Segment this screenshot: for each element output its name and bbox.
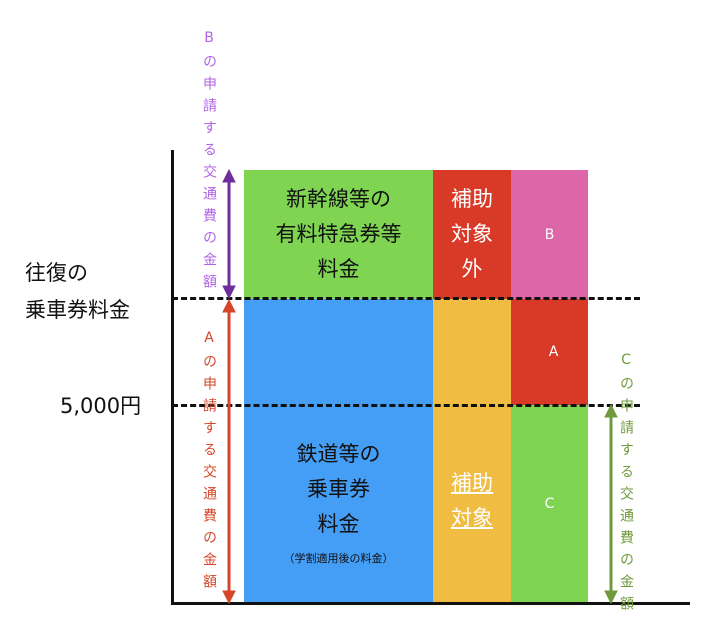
c-block: C — [511, 405, 588, 603]
express-line2: 有料特急券等 — [275, 222, 402, 246]
b-amount-label: Bの申請する交通費の金額 — [201, 30, 217, 296]
b-label: B — [544, 226, 555, 243]
b-block: B — [511, 170, 588, 299]
fare-line1: 鉄道等の — [296, 441, 381, 466]
not-covered-line2: 対象 — [451, 222, 493, 246]
covered-block: 補助 対象 — [433, 299, 511, 603]
y-axis — [171, 150, 174, 605]
not-covered-line3: 外 — [461, 257, 483, 281]
c-amount-arrow — [604, 403, 618, 605]
c-label: C — [544, 496, 555, 512]
fare-line3: 料金 — [317, 511, 360, 536]
round-trip-dashed-line — [172, 297, 640, 300]
a-amount-label: Aの申請する交通費の金額 — [201, 330, 217, 596]
a-block: A — [511, 299, 588, 405]
b-amount-arrow — [222, 168, 236, 300]
fare-block: 鉄道等の 乗車券 料金 （学割適用後の料金） — [244, 299, 433, 603]
round-trip-label-line2: 乗車券料金 — [25, 298, 130, 322]
not-covered-line1: 補助 — [451, 187, 493, 211]
covered-line2: 対象 — [451, 506, 493, 530]
express-line1: 新幹線等の — [286, 187, 391, 211]
fare-line2: 乗車券 — [307, 476, 370, 501]
threshold-label: 5,000円 — [60, 394, 142, 418]
a-label: A — [548, 344, 559, 360]
round-trip-label-line1: 往復の — [25, 261, 88, 285]
express-line3: 料金 — [317, 257, 360, 281]
threshold-dashed-line — [172, 404, 640, 407]
fare-note: （学割適用後の料金） — [283, 551, 394, 565]
c-amount-label: Cの申請する交通費の金額 — [618, 352, 634, 618]
x-axis — [171, 602, 690, 605]
covered-line1: 補助 — [451, 471, 493, 495]
a-amount-arrow — [222, 298, 236, 605]
not-covered-block: 補助 対象 外 — [433, 170, 511, 299]
express-fee-block: 新幹線等の 有料特急券等 料金 — [244, 170, 433, 299]
